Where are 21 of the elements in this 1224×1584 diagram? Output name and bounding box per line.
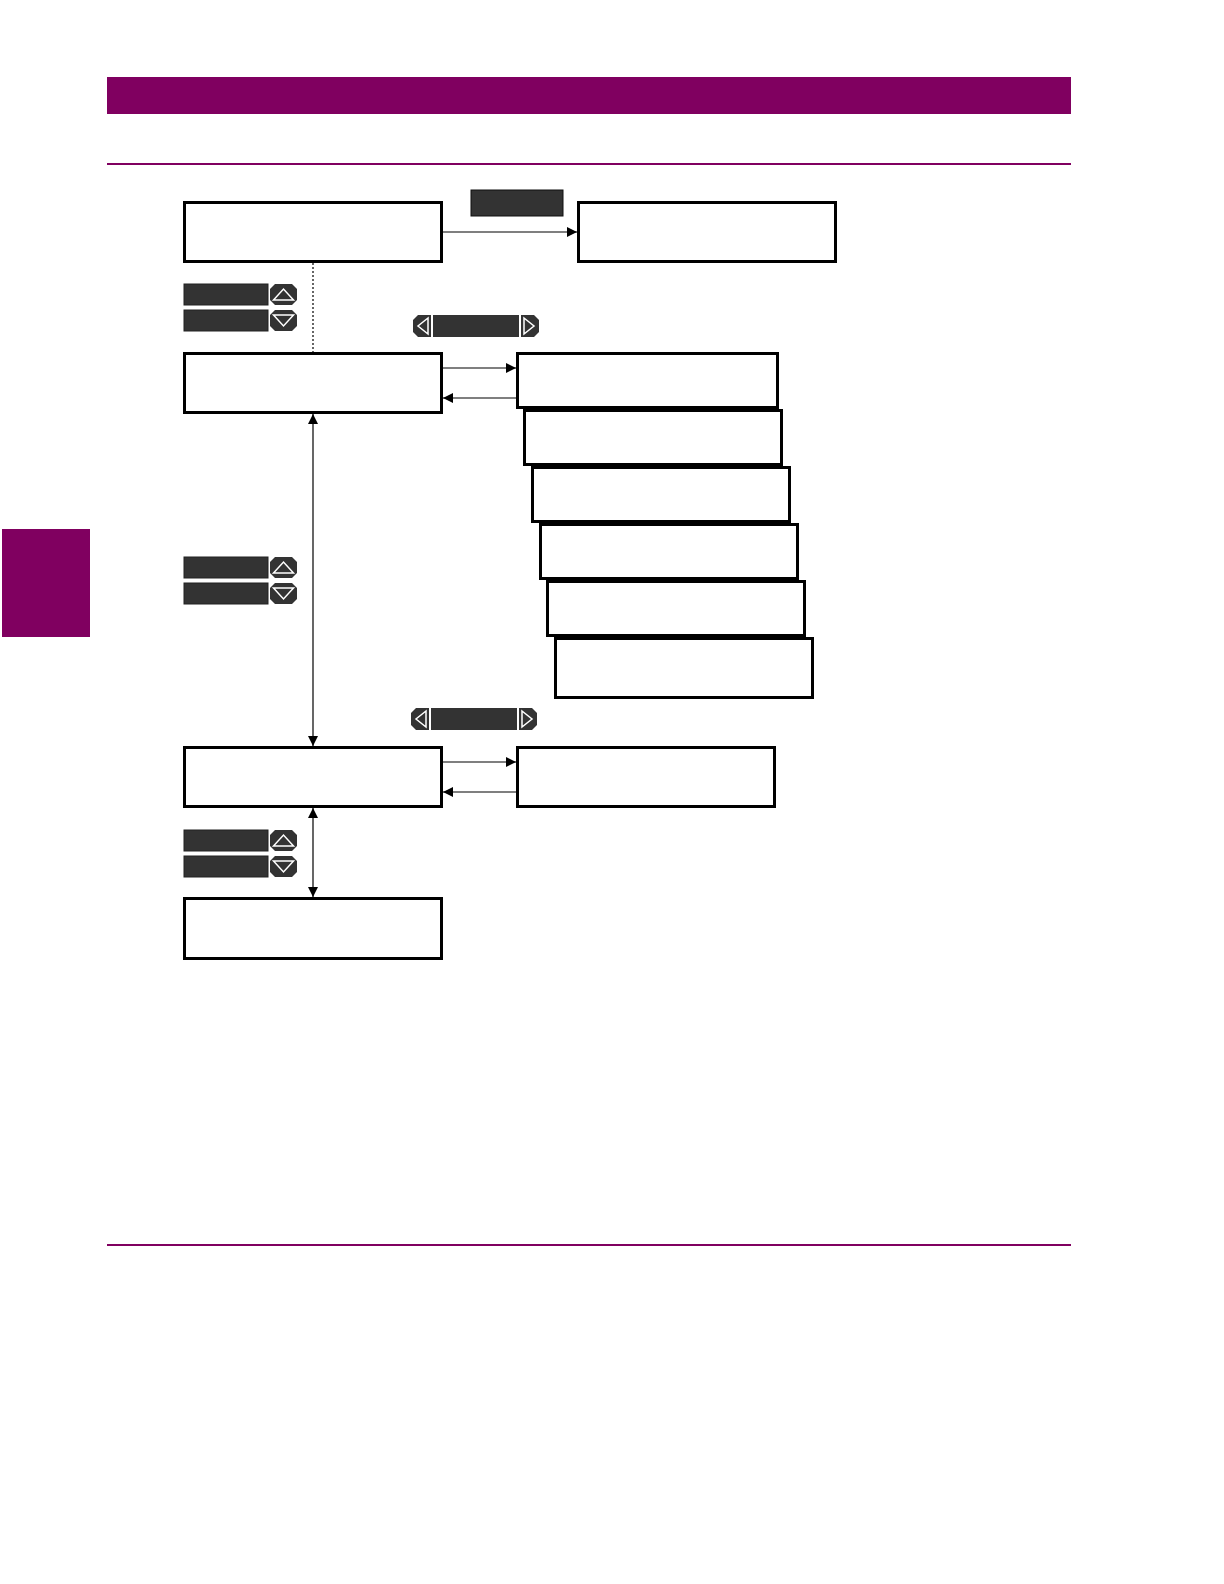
display-box	[546, 580, 806, 637]
arrow	[308, 807, 318, 898]
display-box	[539, 523, 799, 580]
display-box	[516, 746, 776, 808]
arrow	[442, 227, 578, 237]
display-box	[183, 897, 443, 960]
display-box	[554, 637, 814, 699]
arrow	[442, 757, 517, 767]
arrow	[442, 787, 517, 797]
display-box	[523, 409, 783, 466]
display-box	[183, 352, 443, 414]
side-tab	[2, 529, 90, 637]
display-box	[183, 746, 443, 808]
display-box	[183, 201, 443, 263]
arrow	[308, 413, 318, 747]
arrow	[442, 363, 517, 373]
display-box	[531, 466, 791, 523]
display-box	[577, 201, 837, 263]
connector-line	[312, 262, 314, 353]
arrow	[442, 393, 517, 403]
display-box	[516, 352, 779, 409]
